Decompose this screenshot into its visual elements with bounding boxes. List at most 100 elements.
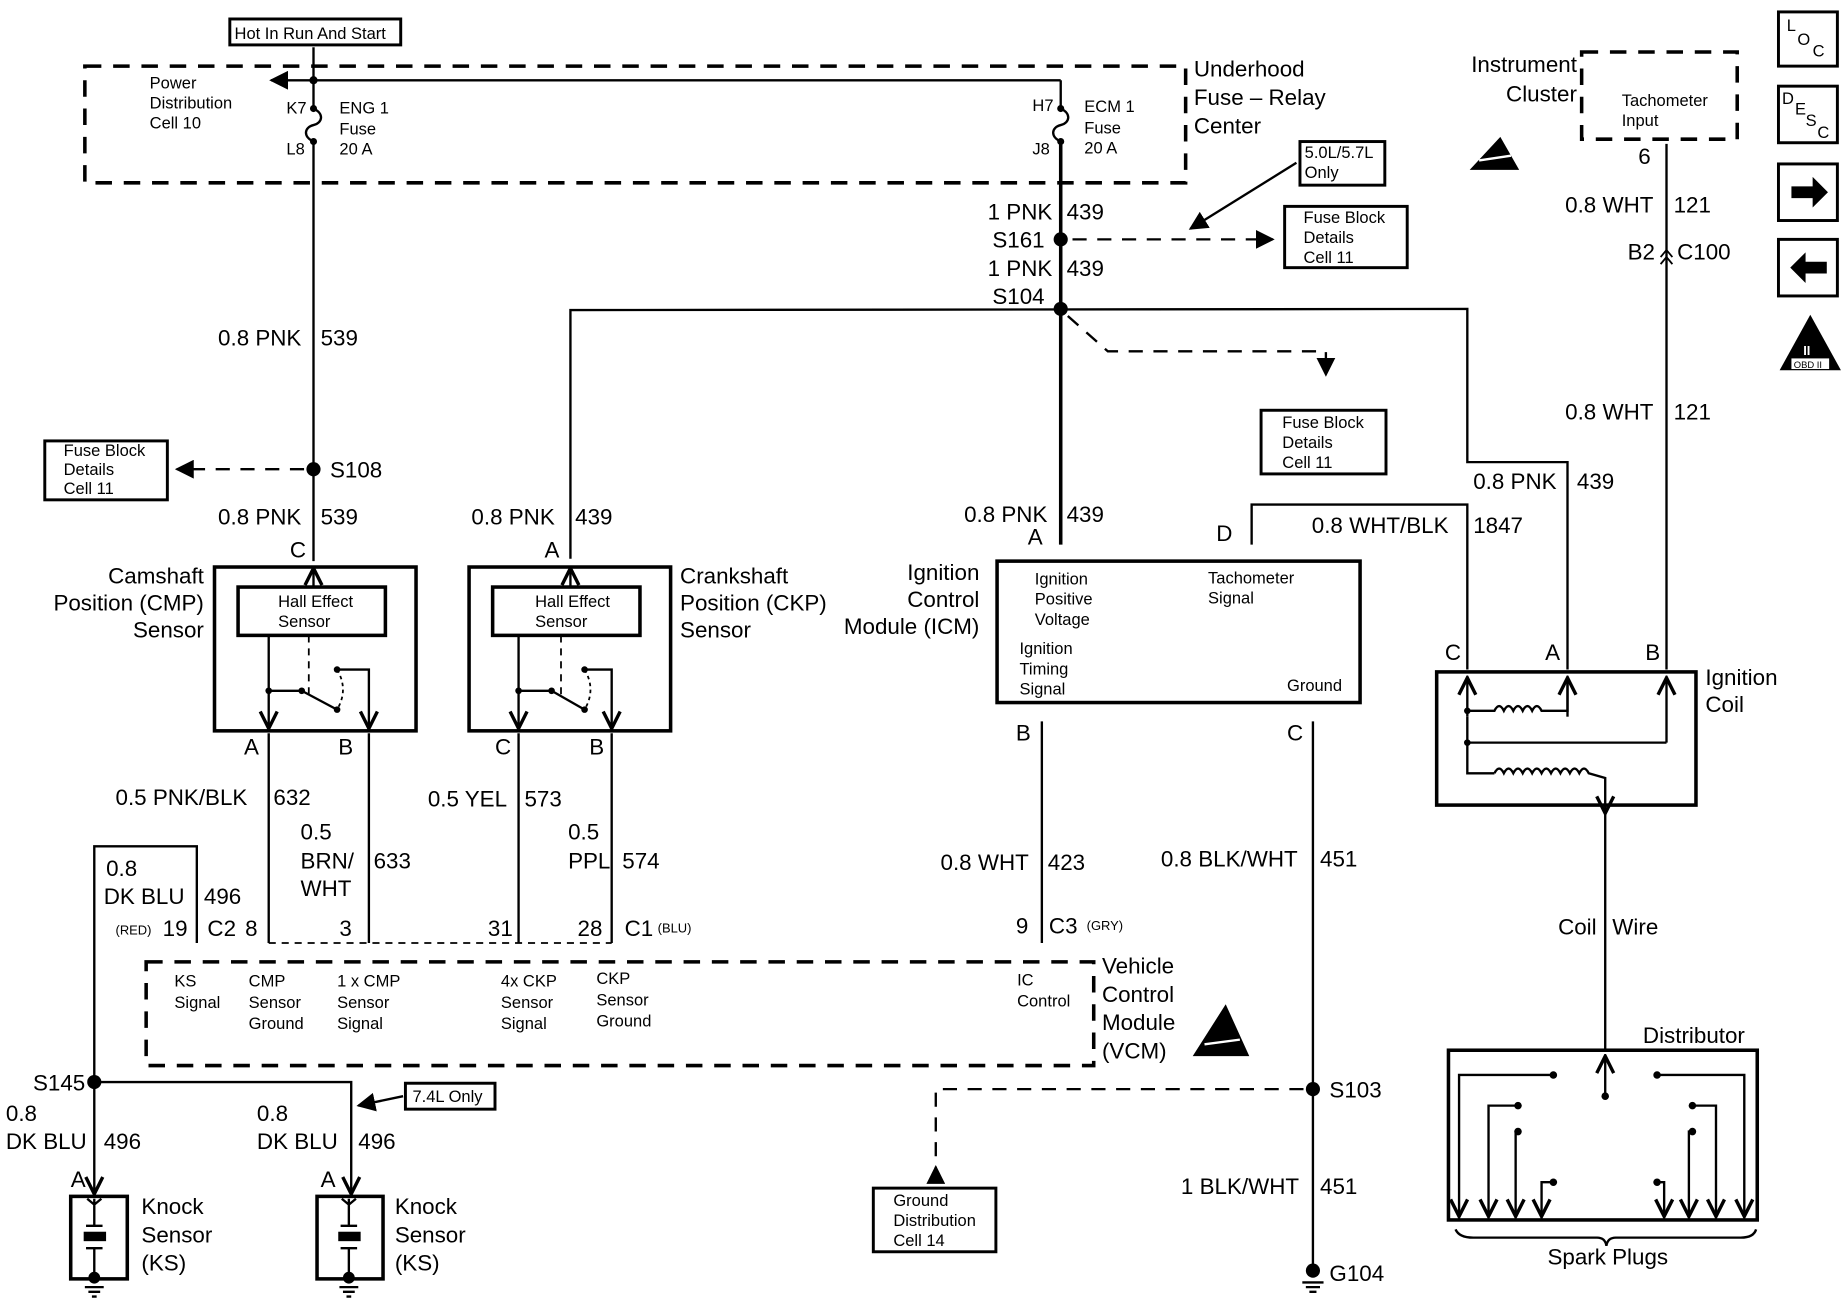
svg-text:Only: Only: [1305, 164, 1340, 182]
svg-text:O: O: [1797, 31, 1810, 49]
svg-text:423: 423: [1048, 850, 1085, 875]
svg-text:K7: K7: [286, 99, 306, 117]
previous-page-button[interactable]: [1776, 237, 1839, 298]
svg-text:Signal: Signal: [1208, 590, 1254, 608]
svg-text:439: 439: [1067, 502, 1104, 527]
svg-text:Coil: Coil: [1705, 692, 1744, 717]
svg-text:(GRY): (GRY): [1087, 918, 1123, 933]
svg-text:Input: Input: [1622, 112, 1659, 130]
svg-text:1 PNK: 1 PNK: [988, 199, 1053, 224]
fuse-block-details-ref-left[interactable]: Fuse Block Details Cell 11: [43, 439, 169, 502]
next-arrow-icon: [1791, 176, 1828, 208]
svg-text:Details: Details: [1304, 229, 1354, 247]
svg-text:Signal: Signal: [1019, 680, 1065, 698]
svg-text:Sensor: Sensor: [596, 991, 649, 1009]
svg-text:Cell 11: Cell 11: [1282, 454, 1332, 472]
svg-text:PPL: PPL: [568, 849, 610, 874]
location-button[interactable]: L O C: [1776, 10, 1839, 68]
svg-text:0.8: 0.8: [257, 1101, 288, 1126]
ckp-sensor: Hall Effect Sensor Crankshaft Position (…: [467, 564, 827, 759]
svg-text:20 A: 20 A: [339, 141, 372, 159]
svg-text:439: 439: [1577, 469, 1614, 494]
obd-ii-button[interactable]: II OBD II: [1779, 314, 1841, 371]
svg-text:Positive: Positive: [1035, 591, 1093, 609]
power-distribution-ref[interactable]: Power: [150, 75, 197, 93]
svg-text:Ignition: Ignition: [907, 560, 979, 585]
svg-text:D: D: [1782, 90, 1794, 108]
next-page-button[interactable]: [1776, 162, 1839, 222]
svg-text:B: B: [1016, 720, 1031, 745]
svg-text:1 x CMP: 1 x CMP: [337, 973, 400, 991]
svg-text:Cell 11: Cell 11: [1304, 249, 1354, 267]
svg-text:5.0L/5.7L: 5.0L/5.7L: [1305, 144, 1374, 162]
svg-text:B2: B2: [1628, 239, 1655, 264]
svg-text:573: 573: [524, 786, 561, 811]
svg-text:E: E: [1795, 100, 1806, 118]
power-distribution-ref[interactable]: Cell 10: [150, 115, 201, 133]
svg-text:Sensor: Sensor: [501, 994, 554, 1012]
svg-text:Control: Control: [1017, 993, 1070, 1011]
svg-text:121: 121: [1674, 192, 1711, 217]
esd-warning-icon: [1192, 1004, 1250, 1057]
power-distribution-ref[interactable]: Distribution: [150, 95, 233, 113]
fuse-block-details-ref-mid[interactable]: Fuse Block Details Cell 11: [1259, 408, 1388, 476]
svg-text:(VCM): (VCM): [1102, 1038, 1167, 1063]
ecm1-fuse: H7 J8 ECM 1 Fuse 20 A: [1032, 80, 1135, 159]
cmp-sensor: Hall Effect Sensor Camshaft Position (CM…: [53, 564, 418, 759]
svg-text:Ground: Ground: [1287, 677, 1342, 695]
svg-text:A: A: [544, 538, 559, 563]
esd-warning-icon: [1469, 136, 1520, 170]
svg-text:B: B: [1645, 640, 1660, 665]
svg-text:0.8 PNK: 0.8 PNK: [218, 505, 301, 530]
svg-text:0.8 WHT/BLK: 0.8 WHT/BLK: [1312, 513, 1449, 538]
svg-text:0.8: 0.8: [6, 1101, 37, 1126]
svg-text:Position (CKP): Position (CKP): [680, 591, 827, 616]
svg-text:J8: J8: [1032, 141, 1049, 159]
svg-text:Cluster: Cluster: [1506, 81, 1577, 106]
svg-text:Sensor: Sensor: [278, 613, 331, 631]
description-button[interactable]: D E S C: [1776, 84, 1839, 145]
svg-text:Fuse Block: Fuse Block: [64, 442, 146, 460]
svg-text:L8: L8: [286, 141, 304, 159]
svg-text:0.8 PNK: 0.8 PNK: [1473, 469, 1556, 494]
fuse-block-details-ref-top[interactable]: Fuse Block Details Cell 11: [1283, 204, 1409, 270]
svg-text:539: 539: [321, 325, 358, 350]
fuse-center-title: Center: [1194, 113, 1262, 138]
svg-text:H7: H7: [1032, 97, 1053, 115]
svg-text:Knock: Knock: [141, 1194, 204, 1219]
svg-text:19: 19: [163, 916, 188, 941]
svg-text:Sensor: Sensor: [141, 1222, 212, 1247]
vehicle-control-module: KS Signal CMP Sensor Ground 1 x CMP Sens…: [144, 954, 1250, 1068]
knock-sensor-2: A Knock Sensor (KS): [315, 1167, 466, 1298]
svg-text:20 A: 20 A: [1084, 139, 1117, 157]
svg-text:C: C: [290, 538, 306, 563]
svg-text:539: 539: [321, 505, 358, 530]
ground-distribution-ref[interactable]: Ground Distribution Cell 14: [871, 1186, 998, 1254]
svg-text:C: C: [1817, 124, 1829, 142]
svg-text:D: D: [1216, 521, 1232, 546]
svg-text:CMP: CMP: [249, 973, 286, 991]
eng1-fuse: K7 L8 ENG 1 Fuse 20 A: [286, 47, 389, 159]
svg-text:A: A: [244, 734, 259, 759]
svg-text:574: 574: [622, 849, 659, 874]
svg-text:Hall Effect: Hall Effect: [535, 593, 610, 611]
svg-text:Sensor: Sensor: [133, 618, 204, 643]
svg-text:0.8 WHT: 0.8 WHT: [940, 850, 1029, 875]
svg-text:Distributor: Distributor: [1643, 1023, 1746, 1048]
svg-text:(KS): (KS): [141, 1251, 186, 1276]
svg-text:632: 632: [273, 785, 310, 810]
svg-text:Ground: Ground: [249, 1015, 304, 1033]
svg-text:4x CKP: 4x CKP: [501, 973, 557, 991]
svg-text:Fuse Block: Fuse Block: [1304, 209, 1386, 227]
svg-text:0.5 PNK/BLK: 0.5 PNK/BLK: [115, 785, 247, 810]
splice-s103: [1305, 1082, 1320, 1097]
svg-text:1847: 1847: [1473, 513, 1523, 538]
svg-text:Camshaft: Camshaft: [108, 564, 205, 589]
svg-text:Ground: Ground: [893, 1192, 948, 1210]
svg-text:ECM 1: ECM 1: [1084, 98, 1134, 116]
svg-text:C: C: [1445, 640, 1461, 665]
svg-text:DK BLU: DK BLU: [104, 884, 185, 909]
svg-text:Tachometer: Tachometer: [1622, 92, 1709, 110]
svg-text:1 PNK: 1 PNK: [988, 256, 1053, 281]
svg-text:Signal: Signal: [337, 1015, 383, 1033]
